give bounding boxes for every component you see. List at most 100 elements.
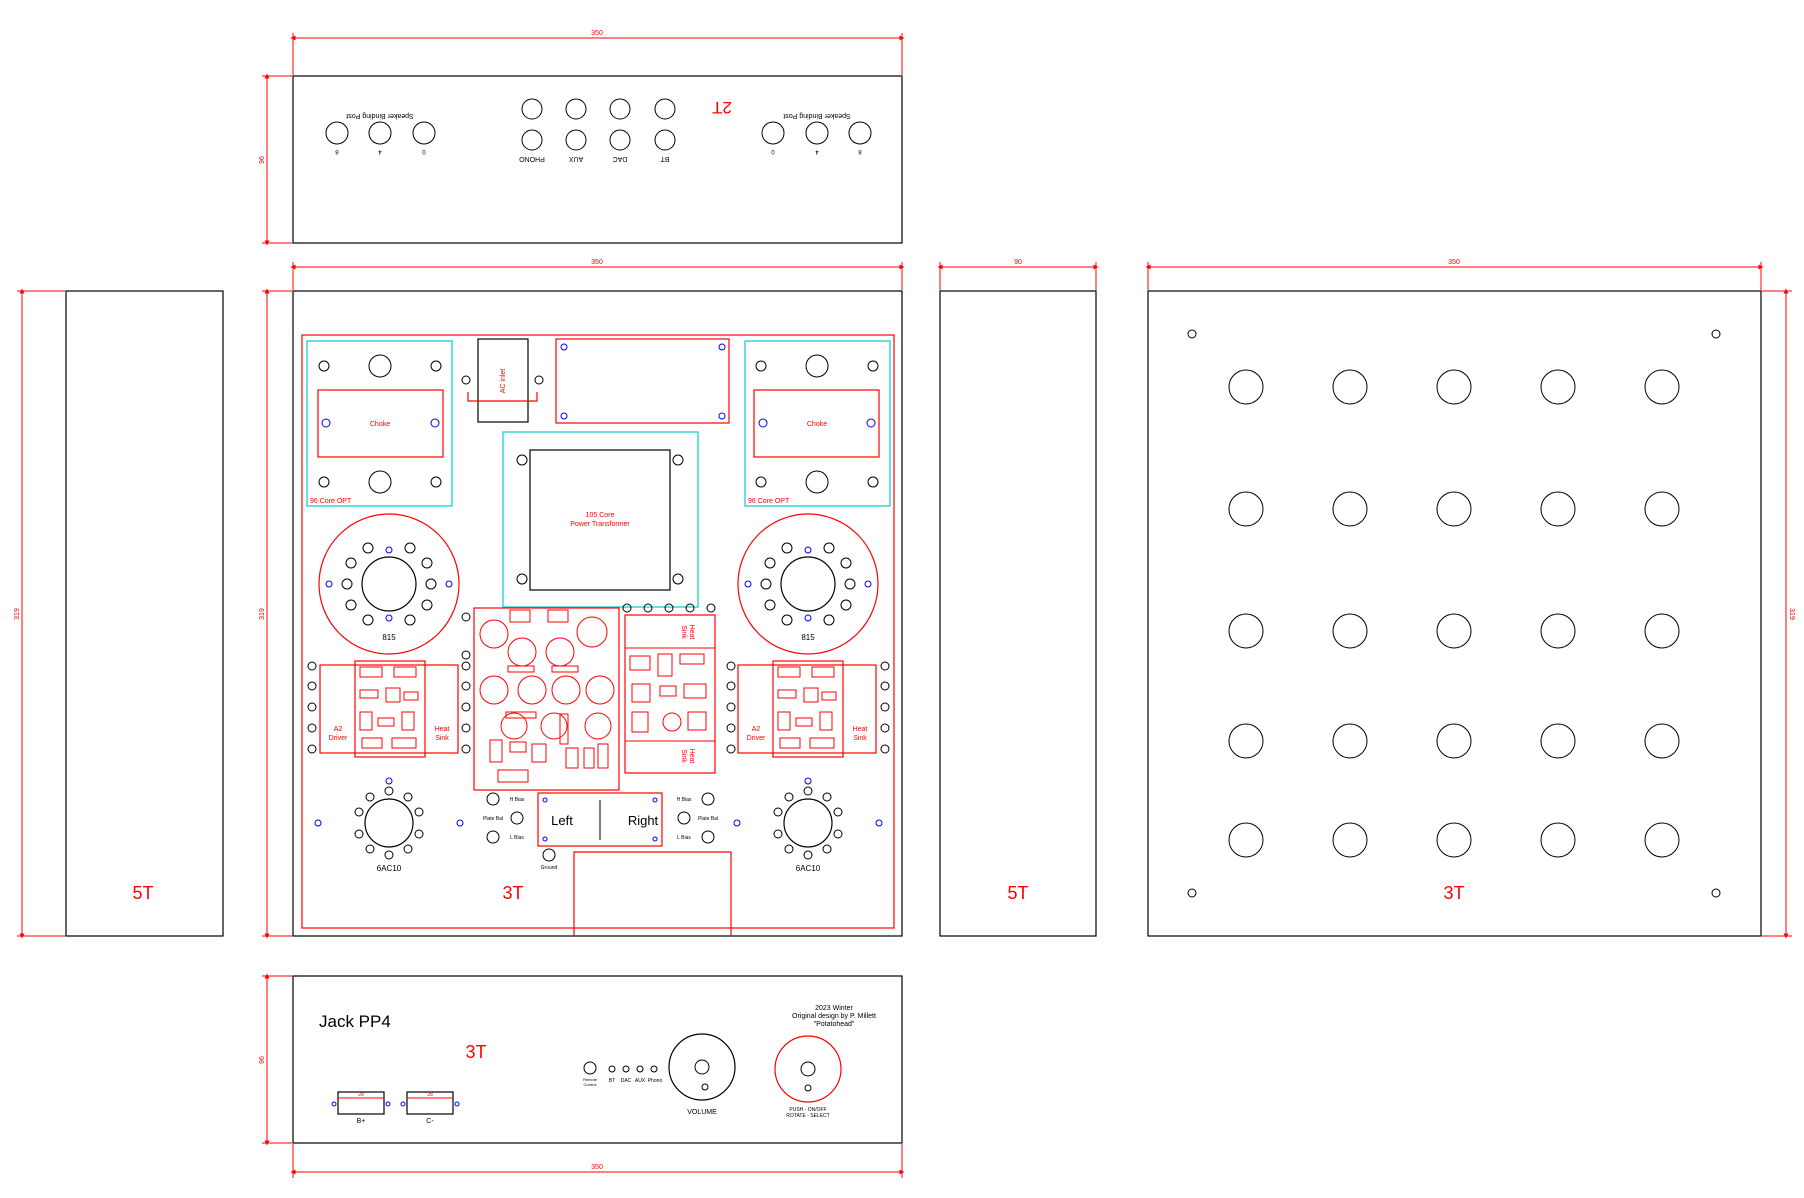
speaker-taps-right: 0 4 8 xyxy=(771,148,862,154)
tube-6ac10-left-pin-6 xyxy=(354,829,364,839)
vent-hole-14 xyxy=(1540,613,1576,649)
driver-left-hole-l5 xyxy=(307,744,317,754)
module-mount-1 xyxy=(560,343,568,351)
standoff-3 xyxy=(622,603,632,613)
bottom-mount-holes xyxy=(1187,329,1721,898)
front-panel: Jack PP4 3T 2023 Winter Original design … xyxy=(292,975,903,1144)
left-side-thickness: 5T xyxy=(132,883,153,903)
bottom-mount-4 xyxy=(1711,888,1721,898)
driver-left-hole-r2 xyxy=(461,681,471,691)
bias-meter-mount-1 xyxy=(542,797,548,803)
transformer-hole-2 xyxy=(672,454,684,466)
dimension-labels: 350 96 350 319 319 90 350 319 96 350 xyxy=(14,30,1795,1171)
control-comp-9 xyxy=(687,711,707,731)
control-heatsink-bottom-label-2: Sink xyxy=(680,749,687,763)
tube-815-left-label: 815 xyxy=(382,633,396,642)
psu-cap-4 xyxy=(545,637,575,667)
bias-controls-right: H Bias Plate Bal L Bias xyxy=(677,792,718,844)
ac-inlet-cutout xyxy=(477,338,529,423)
vent-hole-7 xyxy=(1332,491,1368,527)
front-title: Jack PP4 xyxy=(319,1012,391,1031)
dim-side-height: 319 xyxy=(14,608,21,620)
rear-jack-8 xyxy=(654,129,676,151)
tube-815-right-mount-2 xyxy=(804,614,812,622)
opt-right-grommet-2 xyxy=(805,470,829,494)
driver-right-label-1: A2 xyxy=(752,726,761,733)
tube-815-right-pin-3 xyxy=(764,557,776,569)
top-center-module-outline xyxy=(555,338,730,424)
tube-6ac10-right-pin-5 xyxy=(833,807,843,817)
dim-rear-width: 350 xyxy=(591,30,603,37)
tube-815-right-mount-4 xyxy=(864,580,872,588)
opt-right-label: 96 Core OPT xyxy=(748,498,790,505)
driver-left-hole-r5 xyxy=(461,744,471,754)
credit-line-2: Original design by P. Millett xyxy=(792,1013,876,1020)
left-side-panel: 5T xyxy=(65,290,224,937)
opt-left-grommet-1 xyxy=(368,354,392,378)
bias-controls-left: H Bias Plate Bal L Bias Ground xyxy=(483,792,558,871)
ac-inlet-screw-left xyxy=(461,375,471,385)
left-side-outline xyxy=(65,290,224,937)
driver-left-comp-2 xyxy=(393,666,417,678)
driver-right-comp-10 xyxy=(809,737,835,749)
driver-left-label-2: Driver xyxy=(329,735,348,742)
tube-815-right-mount-3 xyxy=(744,580,752,588)
bias-meter-left-label: Left xyxy=(551,813,573,828)
transformer-hole-4 xyxy=(672,573,684,585)
tube-6ac10-left-pin-8 xyxy=(365,844,375,854)
volume-knob-outline xyxy=(668,1033,736,1101)
tube-6ac10-right-mount-1 xyxy=(733,819,741,827)
module-mount-4 xyxy=(718,412,726,420)
tube-6ac10-left-mount-3 xyxy=(385,777,393,785)
tube-6ac10-right-pin-4 xyxy=(773,807,783,817)
tube-815-left-pin-3 xyxy=(345,557,357,569)
control-comp-3 xyxy=(679,653,705,665)
meter-b-plus-scale: 28 xyxy=(358,1092,364,1098)
tube-815-right-pin-9 xyxy=(781,614,793,626)
meter-b-plus-mount-left xyxy=(331,1101,337,1107)
driver-right-pcb xyxy=(772,660,844,758)
psu-comp-3 xyxy=(531,743,547,763)
tube-6ac10-right-label: 6AC10 xyxy=(796,864,821,873)
tube-815-left-pin-5 xyxy=(341,578,353,590)
tube-6ac10-left-pin-3 xyxy=(403,792,413,802)
meter-c-minus-body xyxy=(406,1091,454,1115)
tube-815-right-pin-4 xyxy=(840,557,852,569)
driver-left-hole-l4 xyxy=(307,723,317,733)
driver-left-pcb xyxy=(354,660,426,758)
driver-left-comp-5 xyxy=(403,691,419,701)
tube-815-left-socket xyxy=(361,556,417,612)
h-bias-left-label: H Bias xyxy=(510,797,525,803)
tube-815-right-pin-5 xyxy=(760,578,772,590)
driver-left-comp-1 xyxy=(359,666,383,678)
control-comp-6 xyxy=(683,683,707,699)
bias-meter-mount-3 xyxy=(542,836,548,842)
tap-0-left: 0 xyxy=(422,148,426,154)
meter-b-plus-mount-right xyxy=(385,1101,391,1107)
volume-control: VOLUME xyxy=(668,1033,736,1116)
tube-815-left-mount-1 xyxy=(385,546,393,554)
opt-right-grommet-1 xyxy=(805,354,829,378)
driver-left-hole-l2 xyxy=(307,681,317,691)
led-phono-label: Phono xyxy=(648,1078,663,1084)
dim-rear-height: 96 xyxy=(259,156,266,164)
choke-left-label: Choke xyxy=(370,421,390,428)
board-standoffs xyxy=(461,603,716,660)
vent-hole-12 xyxy=(1332,613,1368,649)
psu-cap-1 xyxy=(479,619,509,649)
driver-right-hole-r2 xyxy=(880,681,890,691)
rear-jack-4 xyxy=(654,98,676,120)
driver-board-right: A2 Driver Heat Sink xyxy=(726,660,890,758)
driver-right-label-2: Driver xyxy=(747,735,766,742)
tube-815-right-pin-10 xyxy=(823,614,835,626)
bias-meter-mount-2 xyxy=(652,797,658,803)
psu-cap-9 xyxy=(500,712,528,740)
encoder-knob-outline xyxy=(774,1035,842,1103)
top-plate-thickness: 3T xyxy=(502,883,523,903)
vent-hole-9 xyxy=(1540,491,1576,527)
tap-8-right: 8 xyxy=(858,148,862,154)
choke-left-mount-2 xyxy=(430,418,440,428)
tube-815-left-pin-7 xyxy=(345,599,357,611)
ac-inlet-label: AC inlet xyxy=(500,369,507,394)
vent-hole-18 xyxy=(1436,723,1472,759)
